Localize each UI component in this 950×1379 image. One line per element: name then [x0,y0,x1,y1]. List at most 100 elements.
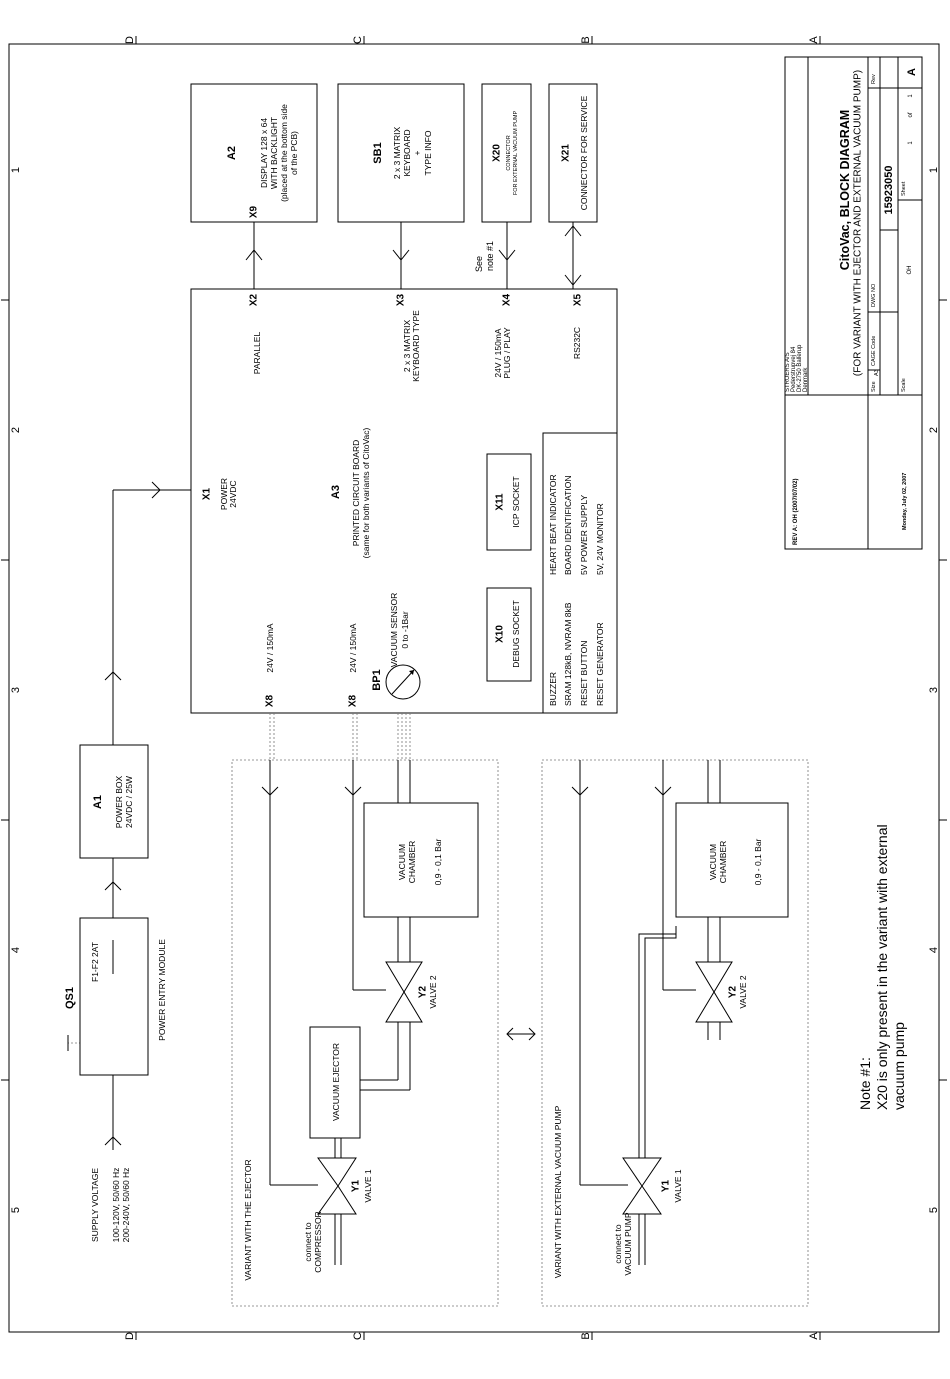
x21-service-connector-box [548,83,598,223]
x20-line-2: FOR EXTERNAL VACUUM PUMP [513,110,519,195]
x10-id: X10 [495,625,506,643]
ejector-valve-y1-bottom [317,1185,357,1215]
rev-value: A [906,68,918,76]
a3-port-x8-left: X8 [265,694,276,707]
a3-desc-2: (same for both variants of CitoVac) [361,427,371,558]
gauge-needle [391,669,415,695]
pump-chamber-pressure: 0,9 - 0,1 Bar [753,838,763,885]
ejector-connect-2: COMPRESSOR [313,1211,323,1272]
zone-c-top: C [352,36,364,44]
x20-id: X20 [492,144,503,162]
pump-valve-y1-bottom [622,1185,662,1215]
note-line-1: X20 is only present in the variant with … [874,824,890,1110]
x20-see: See [474,256,484,272]
sheet-number: 1 [908,141,914,145]
a3-port-x2: X2 [249,293,260,306]
ejector-y2-label: VALVE 2 [428,975,438,1009]
zone-5-right: 5 [928,1207,940,1213]
a2-id: A2 [226,146,238,160]
sb1-keyboard-box [337,83,465,223]
pump-valve-y2-bottom [695,991,733,1023]
revision-note: REV A: OH (2007/07/02) [793,479,799,545]
ejector-valve-y1-top [317,1157,357,1187]
feature-reset-generator: RESET GENERATOR [595,622,605,706]
pump-y2-label: VALVE 2 [738,975,748,1009]
a3-id: A3 [330,485,342,499]
pump-y2-id: Y2 [728,985,739,998]
supply-line-2: 200-240V, 50/60 Hz [121,1168,131,1243]
a3-pcb-box [190,288,618,714]
sb1-line-4: TYPE INFO [423,130,433,175]
pump-chamber-line-2: CHAMBER [718,841,728,884]
ejector-variant-frame [231,759,499,1307]
a1-id: A1 [92,795,104,809]
feature-heartbeat: HEART BEAT INDICATOR [548,474,558,575]
size-label: Size [871,381,877,392]
ejector-variant-title: VARIANT WITH THE EJECTOR [243,1159,253,1280]
a1-line-1: POWER BOX [114,775,124,828]
zone-2-right: 2 [928,427,940,433]
title-block [784,56,923,550]
gauge-needle-tip [409,670,414,675]
zone-3-right: 3 [928,687,940,693]
zone-a-top: A [808,36,820,44]
dwg-label: DWG NO [871,283,877,307]
scale-label: Scale [901,378,907,392]
x8-left-label: 24V / 150mA [265,623,275,672]
zone-c-bottom: C [352,1332,364,1340]
a2-display-box [190,83,318,223]
x20-note-ref: note #1 [485,241,495,271]
company-line-4: Denmark [803,367,809,392]
a2-line-2: WITH BACKLIGHT [269,117,279,189]
feature-board-id: BOARD IDENTIFICATION [563,476,573,576]
qs1-id: QS1 [64,987,76,1009]
x5-label: RS232C [572,327,582,359]
x21-id: X21 [561,144,572,162]
feature-reset-button: RESET BUTTON [579,641,589,706]
a3-port-x3: X3 [396,293,407,306]
pump-variant-frame [541,759,809,1307]
ejector-y1-label: VALVE 1 [363,1169,373,1203]
a2-line-1: DISPLAY 128 x 64 [259,118,269,188]
sheet-of: of [908,112,914,117]
sb1-line-1: 2 x 3 MATRIX [392,127,402,180]
zone-5-left: 5 [10,1207,22,1213]
ejector-y1-id: Y1 [351,1179,362,1192]
a2-line-3: (placed at the bottom side [279,104,289,202]
zone-a-bottom: A [808,1332,820,1340]
a2-line-4: of the PCB) [289,131,299,175]
qs1-fuse: F1-F2 2AT [90,942,100,982]
x3-label-1: 2 x 3 MATRIX [402,320,412,373]
x11-label: ICP SOCKET [511,476,521,527]
x1-label-2: 24VDC [228,480,238,507]
a1-power-box [79,744,149,859]
pump-y1-id: Y1 [661,1179,672,1192]
zone-4-right: 4 [928,947,940,953]
pump-vacuum-chamber [675,802,789,918]
a3-desc-1: PRINTED CIRCUIT BOARD [351,440,361,547]
pump-connect-1: connect to [613,1224,623,1263]
zone-1-right: 1 [928,167,940,173]
supply-line-1: 100-120V, 50/60 Hz [111,1168,121,1243]
cage-label: CAGE Code [871,336,877,366]
x11-id: X11 [495,493,506,511]
pump-variant-title: VARIANT WITH EXTERNAL VACUUM PUMP [553,1105,563,1278]
bp1-label: VACUUM SENSOR [389,593,399,667]
x10-label: DEBUG SOCKET [511,600,521,668]
sb1-id: SB1 [372,142,384,163]
vacuum-ejector-box [309,1026,361,1139]
ejector-chamber-line-1: VACUUM [397,844,407,880]
company-line-3: DK-2750 Ballerup [797,344,803,392]
zone-b-bottom: B [580,1332,592,1339]
qs1-power-entry-box [79,917,149,1076]
drawing-subtitle: (FOR VARIANT WITH EJECTOR AND EXTERNAL V… [853,70,864,376]
feature-5v-supply: 5V POWER SUPPLY [579,495,589,575]
x10-debug-socket-box [486,587,532,682]
zone-2-left: 2 [10,427,22,433]
vacuum-gauge-icon [385,664,421,700]
a3-port-x4: X4 [502,293,513,306]
vacuum-ejector-label: VACUUM EJECTOR [331,1043,341,1121]
zone-b-top: B [580,36,592,43]
x4-label-2: PLUG / PLAY [502,327,512,379]
